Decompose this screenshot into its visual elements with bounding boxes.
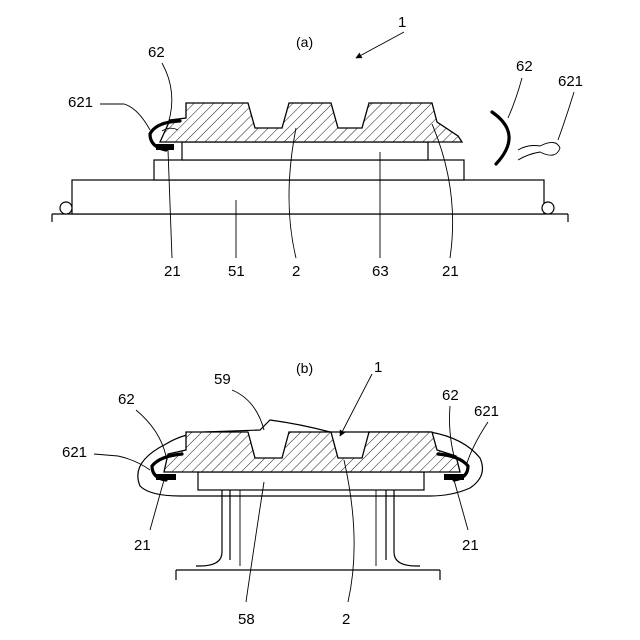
base-51 [52,180,568,222]
panel-a-caption: (a) [296,34,313,50]
support-plate [154,160,464,180]
label-edge-left-b: 21 [134,537,151,554]
label-plate-63: 63 [372,263,389,280]
label-edge-right-a: 21 [442,263,459,280]
roller-left [60,202,72,214]
label-wire-a: 621 [68,94,93,111]
label-cover-59: 59 [214,371,231,388]
label-tire-a: 1 [398,14,406,31]
panel-b-caption: (b) [296,360,313,376]
label-bead-right-b: 62 [442,387,459,404]
label-body-2-a: 2 [292,263,300,280]
label-edge-left-a: 21 [164,263,181,280]
plate-58 [198,472,424,490]
label-body-2-b: 2 [342,611,350,628]
plate-63 [182,142,428,160]
tire-arrow-b [340,374,372,436]
label-bead-a: 62 [148,44,165,61]
label-wire-detail: 621 [558,73,583,90]
bead-detail [492,112,560,164]
wire-621-detail [518,142,560,160]
panel-a: (a) 1 62 [52,14,583,280]
label-base-51: 51 [228,263,245,280]
label-wire-left-b: 621 [62,444,87,461]
label-edge-right-b: 21 [462,537,479,554]
floor [176,570,440,580]
label-plate-58: 58 [238,611,255,628]
tread-body-2b [164,432,460,472]
tread-body-2 [160,103,462,142]
tire-arrow-a [356,32,404,58]
label-bead-detail: 62 [516,58,533,75]
label-tire-b: 1 [374,359,382,376]
label-bead-left-b: 62 [118,391,135,408]
label-wire-right-b: 621 [474,403,499,420]
roller-right [542,202,554,214]
support-column [196,490,420,566]
panel-b: (b) [62,359,499,628]
